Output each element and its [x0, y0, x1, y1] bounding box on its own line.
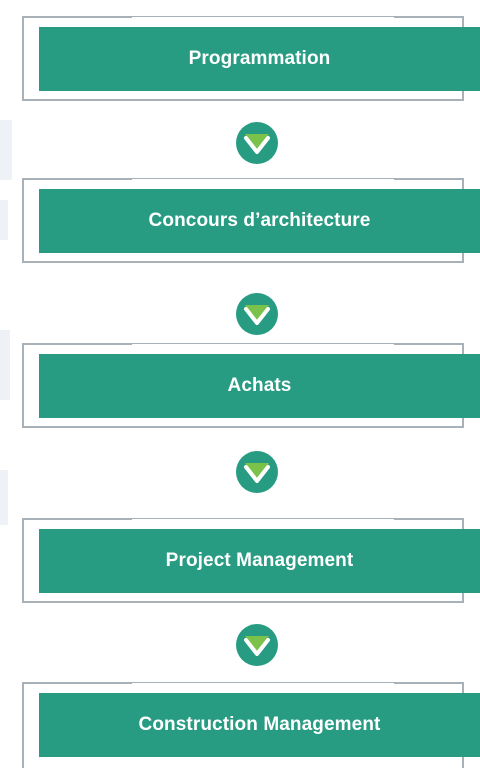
background-shape [0, 330, 10, 400]
step-programmation: Programmation [22, 16, 480, 101]
frame-gap [132, 519, 394, 523]
frame-gap [132, 683, 394, 687]
frame-gap [132, 344, 394, 348]
background-shape [0, 120, 12, 180]
chevron-down-circle-icon [236, 451, 278, 493]
chevron-down-circle-icon [236, 122, 278, 164]
step-label: Achats [227, 375, 292, 396]
step-box: Construction Management [39, 693, 480, 757]
frame-gap [132, 17, 394, 21]
step-construction-management: Construction Management [22, 682, 480, 768]
step-concours: Concours d’architecture [22, 178, 480, 263]
step-box: Programmation [39, 27, 480, 91]
step-box: Concours d’architecture [39, 189, 480, 253]
background-shape [0, 470, 8, 525]
chevron-down-circle-icon [236, 293, 278, 335]
frame-gap [132, 179, 394, 183]
chevron-down-circle-icon [236, 624, 278, 666]
background-shape [0, 200, 8, 240]
step-project-management: Project Management [22, 518, 480, 603]
step-box: Achats [39, 354, 480, 418]
step-box: Project Management [39, 529, 480, 593]
step-label: Concours d’architecture [148, 210, 371, 231]
step-achats: Achats [22, 343, 480, 428]
step-label: Programmation [188, 48, 331, 69]
step-label: Project Management [165, 550, 354, 571]
step-label: Construction Management [138, 714, 381, 735]
